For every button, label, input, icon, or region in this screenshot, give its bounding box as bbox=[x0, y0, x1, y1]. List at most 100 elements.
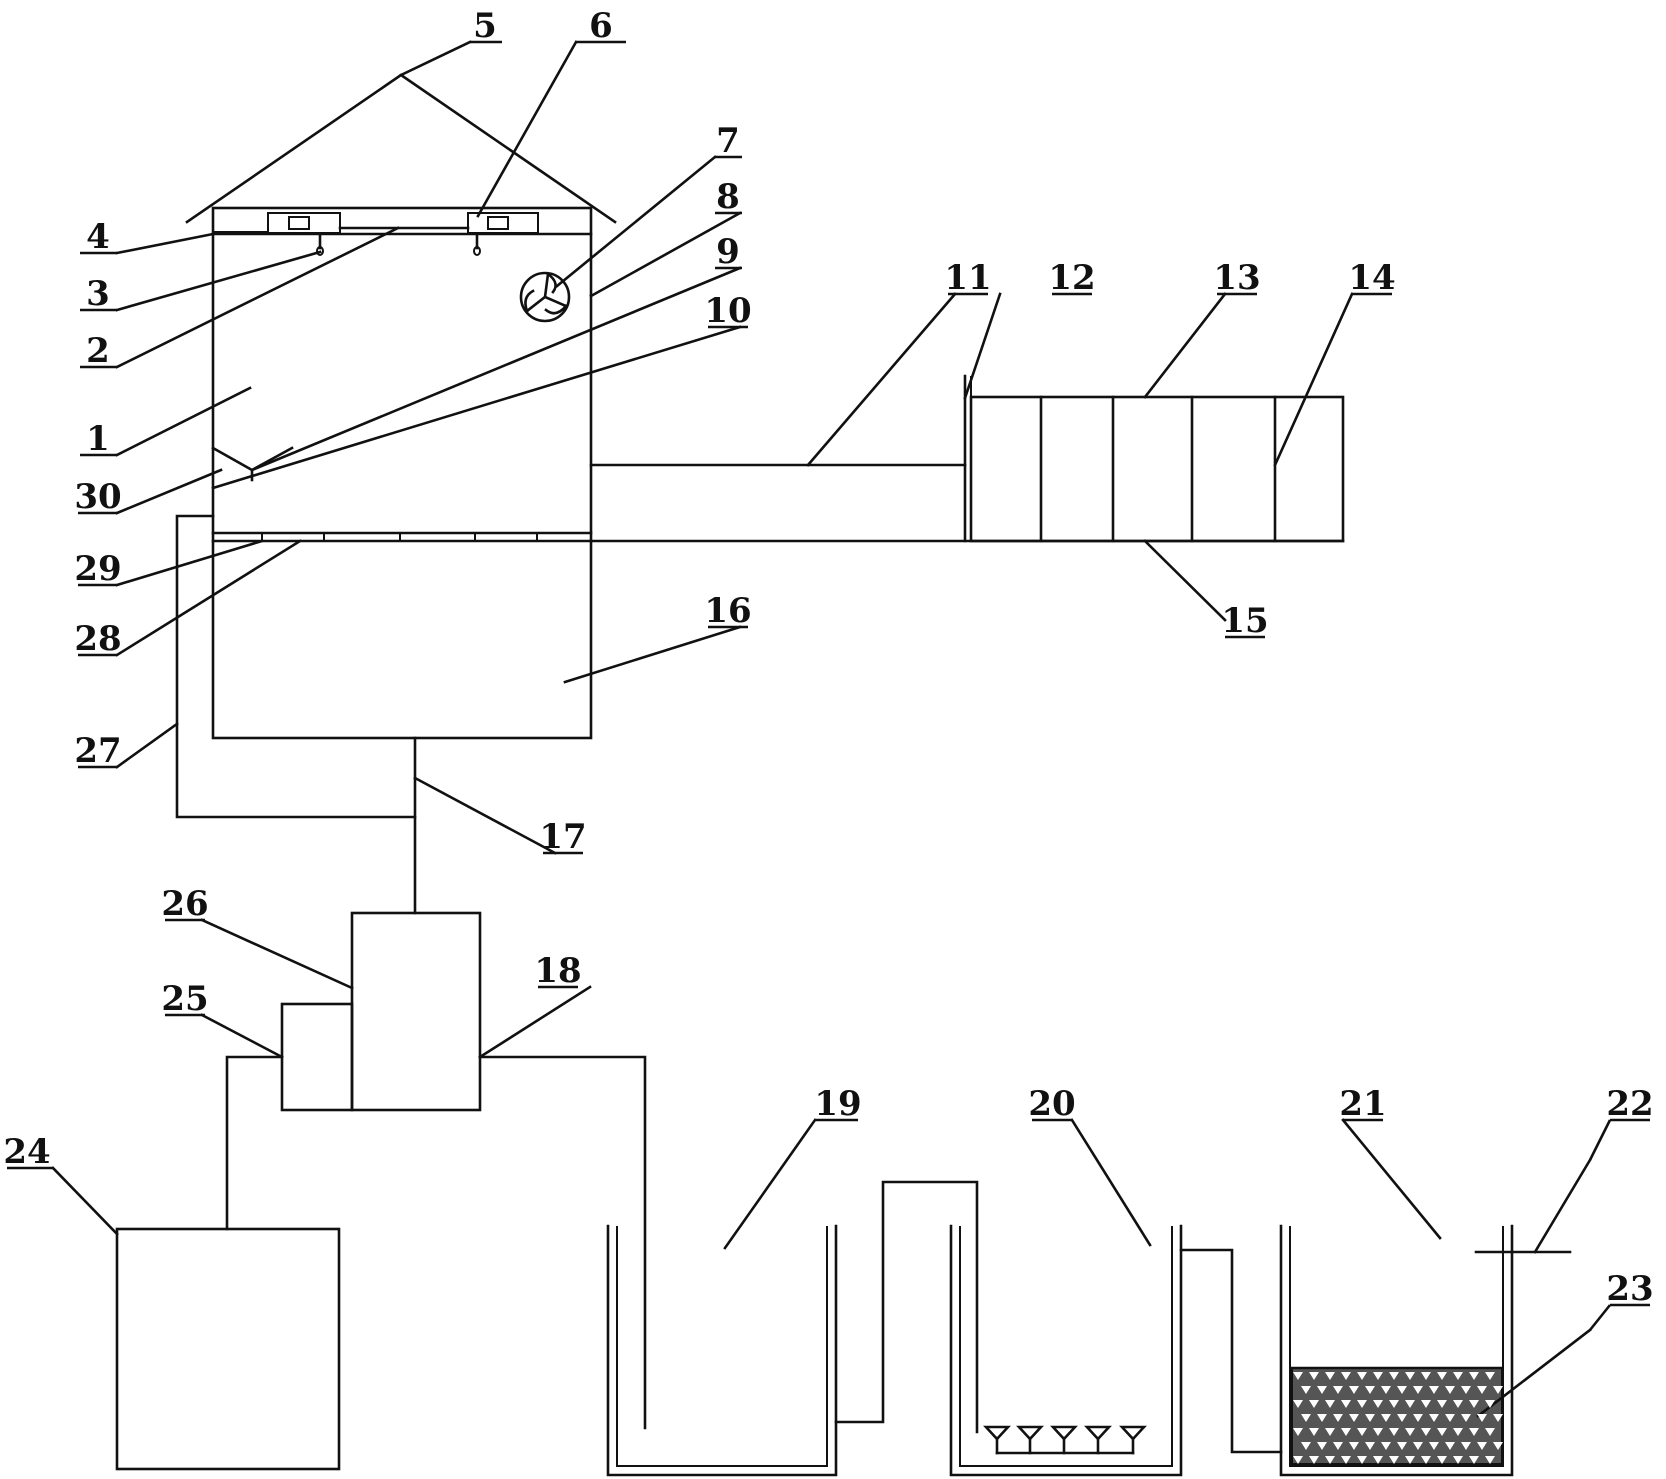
media-grain bbox=[1309, 1428, 1319, 1436]
label-25: 25 bbox=[161, 979, 208, 1019]
media-grain bbox=[1413, 1442, 1423, 1450]
label-19: 19 bbox=[814, 1084, 861, 1124]
media-grain bbox=[1333, 1414, 1343, 1422]
media-grain bbox=[1429, 1386, 1439, 1394]
label-5: 5 bbox=[473, 6, 497, 46]
media-grain bbox=[1421, 1400, 1431, 1408]
media-grain bbox=[1381, 1386, 1391, 1394]
media-grain bbox=[1477, 1442, 1487, 1450]
media-grain bbox=[1493, 1414, 1503, 1422]
media-grain bbox=[1461, 1386, 1471, 1394]
label-16: 16 bbox=[704, 591, 751, 631]
media-grain bbox=[1485, 1400, 1495, 1408]
media-grain bbox=[1405, 1372, 1415, 1380]
media-grain bbox=[1453, 1372, 1463, 1380]
media-grain bbox=[1429, 1414, 1439, 1422]
media-grain bbox=[1493, 1386, 1503, 1394]
label-18: 18 bbox=[534, 951, 581, 991]
duct bbox=[589, 463, 1345, 543]
label-9: 9 bbox=[716, 232, 740, 272]
media-grain bbox=[1349, 1386, 1359, 1394]
media-grain bbox=[1349, 1414, 1359, 1422]
media-grain bbox=[1357, 1428, 1367, 1436]
media-grain bbox=[1413, 1414, 1423, 1422]
media-grain bbox=[1381, 1414, 1391, 1422]
media-grain bbox=[1445, 1386, 1455, 1394]
media-grain bbox=[1341, 1372, 1351, 1380]
label-2: 2 bbox=[86, 331, 110, 371]
media-grain bbox=[1309, 1456, 1319, 1464]
media-grain bbox=[1453, 1428, 1463, 1436]
media-grain bbox=[1301, 1442, 1311, 1450]
pipe-to-24 bbox=[225, 1055, 284, 1231]
media-grain bbox=[1325, 1372, 1335, 1380]
media-grain bbox=[1469, 1400, 1479, 1408]
media-grain bbox=[1421, 1372, 1431, 1380]
roof bbox=[185, 73, 617, 224]
pipe-27 bbox=[175, 514, 417, 819]
media-grain bbox=[1357, 1456, 1367, 1464]
media-grain bbox=[1357, 1400, 1367, 1408]
pipe-19-20 bbox=[834, 1180, 979, 1434]
tank-21 bbox=[1279, 1224, 1572, 1477]
media-grain bbox=[1325, 1400, 1335, 1408]
media-grain bbox=[1461, 1442, 1471, 1450]
media-grain bbox=[1397, 1442, 1407, 1450]
media-grain bbox=[1493, 1442, 1503, 1450]
media-grain bbox=[1461, 1414, 1471, 1422]
pipe-20-21 bbox=[1179, 1248, 1283, 1454]
media-grain bbox=[1469, 1428, 1479, 1436]
tank-25 bbox=[280, 1002, 354, 1112]
media-grain bbox=[1453, 1456, 1463, 1464]
tank-24 bbox=[115, 1227, 341, 1471]
filter-unit bbox=[963, 374, 1345, 543]
media-grain bbox=[1357, 1372, 1367, 1380]
label-22: 22 bbox=[1606, 1084, 1653, 1124]
media-grain bbox=[1325, 1428, 1335, 1436]
label-26: 26 bbox=[161, 884, 208, 924]
media-grain bbox=[1317, 1442, 1327, 1450]
label-20: 20 bbox=[1028, 1084, 1075, 1124]
label-15: 15 bbox=[1221, 601, 1268, 641]
media-grain bbox=[1437, 1400, 1447, 1408]
media-grain bbox=[1365, 1414, 1375, 1422]
media-grain bbox=[1405, 1400, 1415, 1408]
left-bracket bbox=[267, 212, 341, 234]
right-bracket-inner bbox=[487, 216, 509, 230]
pump-assembly bbox=[225, 911, 647, 1430]
media-grain bbox=[1333, 1386, 1343, 1394]
media-grain bbox=[1485, 1428, 1495, 1436]
media-grain bbox=[1293, 1456, 1303, 1464]
leader-lines bbox=[51, 40, 1592, 1418]
media-grain bbox=[1485, 1456, 1495, 1464]
label-29: 29 bbox=[74, 549, 121, 589]
label-8: 8 bbox=[716, 177, 740, 217]
media-grain bbox=[1397, 1386, 1407, 1394]
media-grain bbox=[1365, 1386, 1375, 1394]
media-grain bbox=[1293, 1372, 1303, 1380]
label-30: 30 bbox=[74, 477, 121, 517]
label-11: 11 bbox=[944, 258, 991, 298]
media-grain bbox=[1341, 1456, 1351, 1464]
media-grain bbox=[1301, 1386, 1311, 1394]
roof-line bbox=[185, 73, 617, 224]
media-grain bbox=[1477, 1386, 1487, 1394]
media-grain bbox=[1309, 1372, 1319, 1380]
media-grain bbox=[1453, 1400, 1463, 1408]
label-6: 6 bbox=[589, 6, 613, 46]
media-grain bbox=[1309, 1400, 1319, 1408]
media-grain bbox=[1469, 1372, 1479, 1380]
label-24: 24 bbox=[3, 1132, 50, 1172]
right-bracket bbox=[467, 212, 539, 234]
tank-26 bbox=[350, 911, 482, 1112]
label-13: 13 bbox=[1213, 258, 1260, 298]
media-grain bbox=[1341, 1400, 1351, 1408]
label-12: 12 bbox=[1048, 258, 1095, 298]
nozzle-left bbox=[316, 246, 324, 256]
media-grain bbox=[1437, 1456, 1447, 1464]
media-grain bbox=[1293, 1428, 1303, 1436]
media-grain bbox=[1429, 1442, 1439, 1450]
chamber-outline bbox=[211, 206, 593, 740]
